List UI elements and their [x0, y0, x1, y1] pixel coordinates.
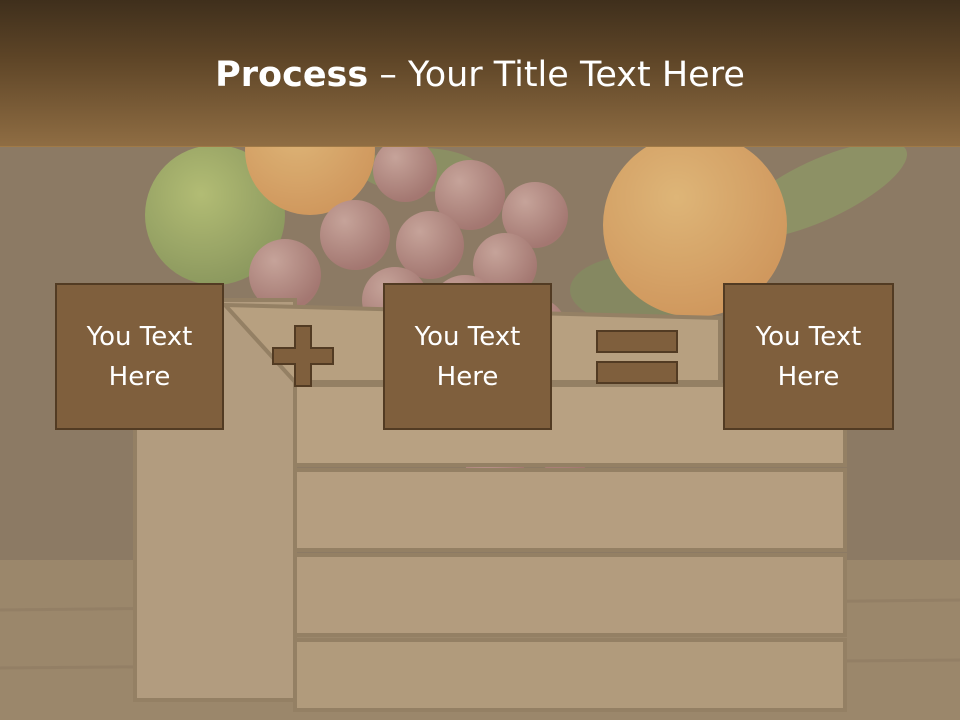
title-bold: Process: [215, 55, 369, 95]
box-2-line-2: Here: [436, 361, 499, 392]
process-box-1: You Text Here: [55, 283, 224, 430]
box-3-line-2: Here: [777, 361, 840, 392]
process-box-2: You Text Here: [383, 283, 552, 430]
box-3-line-1: You Text: [755, 321, 862, 352]
process-box-3: You Text Here: [723, 283, 894, 430]
box-1-text: You Text Here: [80, 317, 200, 397]
box-1-line-1: You Text: [86, 321, 193, 352]
box-2-line-1: You Text: [414, 321, 521, 352]
box-2-text: You Text Here: [408, 317, 528, 397]
title-rest: – Your Title Text Here: [368, 55, 745, 95]
slide-title: Process – Your Title Text Here: [0, 54, 960, 96]
equals-icon: [596, 330, 678, 384]
plus-icon: [272, 325, 334, 387]
box-3-text: You Text Here: [749, 317, 869, 397]
title-bar: Process – Your Title Text Here: [0, 0, 960, 147]
box-1-line-2: Here: [108, 361, 171, 392]
